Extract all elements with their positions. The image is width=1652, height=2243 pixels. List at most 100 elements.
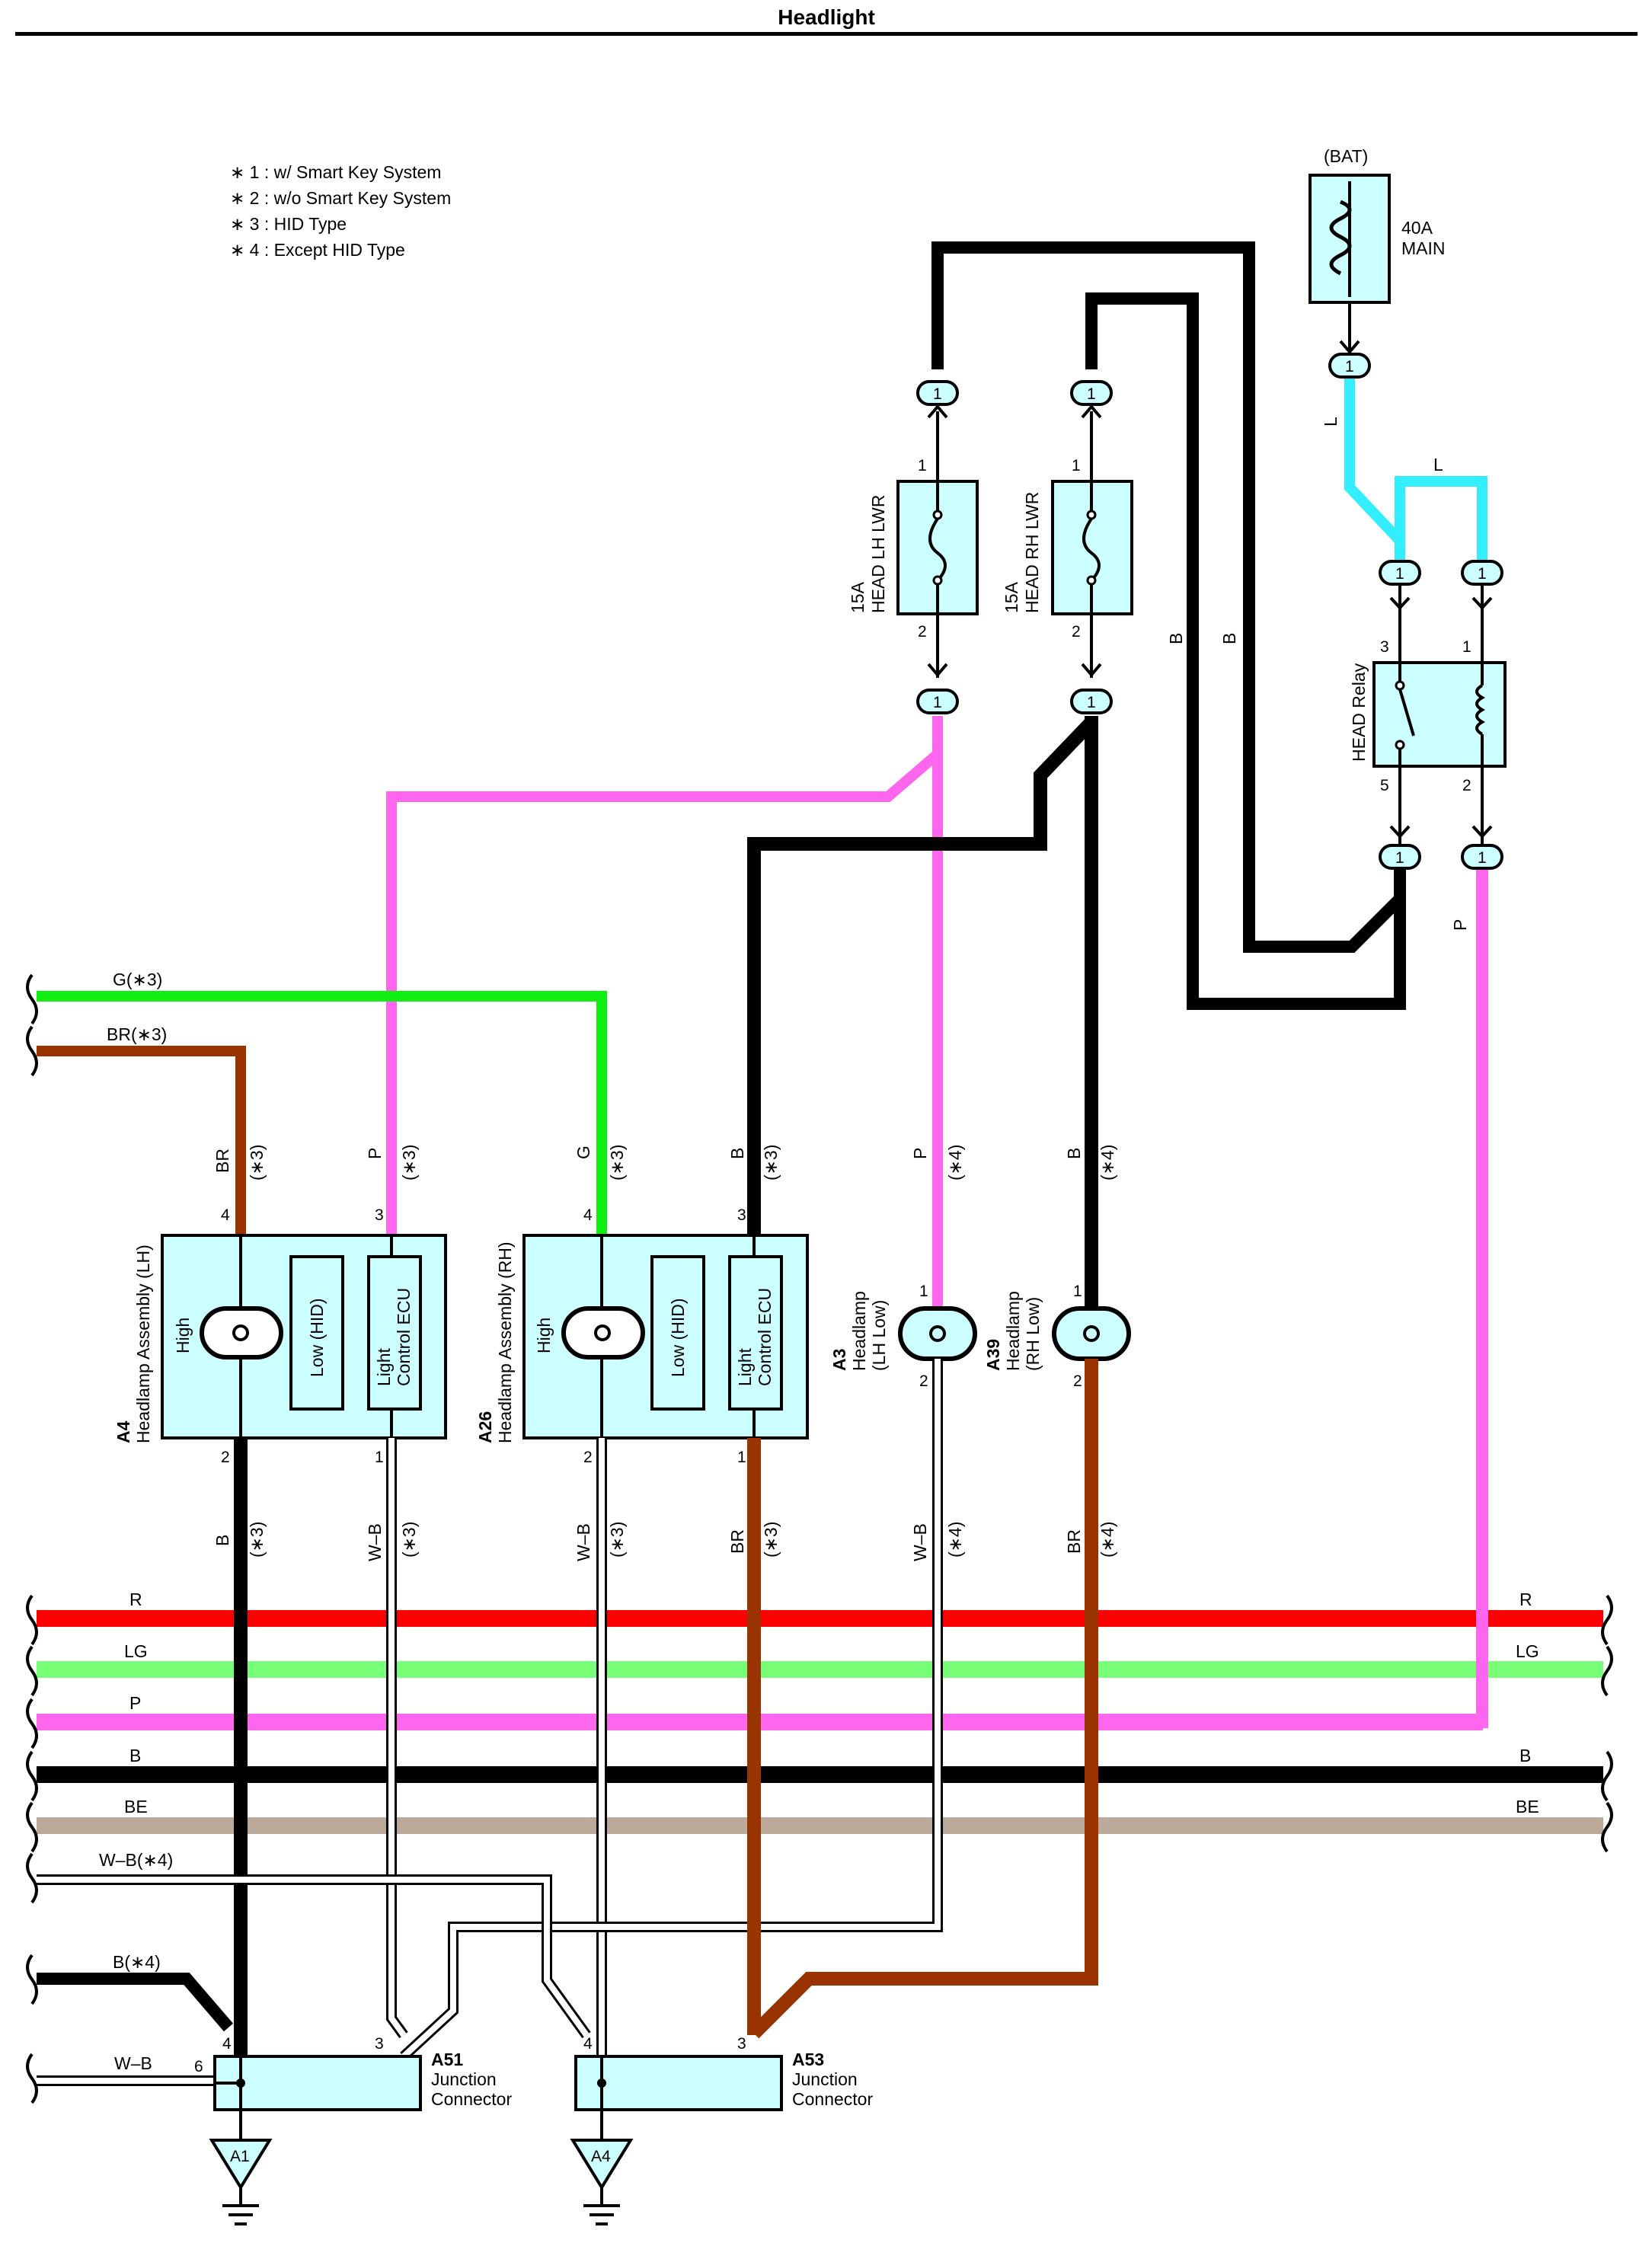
a3-wb-note: (∗4) bbox=[945, 1522, 965, 1558]
a53-code: A53 bbox=[792, 2050, 824, 2069]
a39-name-2: (RH Low) bbox=[1023, 1297, 1043, 1371]
relay-name: HEAD Relay bbox=[1349, 663, 1369, 762]
wire-l-branch-label: L bbox=[1433, 455, 1443, 474]
bus-label-b-left: B bbox=[129, 1746, 141, 1765]
fuse-rh-name: HEAD RH LWR bbox=[1022, 492, 1042, 613]
wire-g bbox=[37, 991, 607, 1235]
ground-a1 bbox=[209, 2139, 273, 2190]
wire-g-label: G(∗3) bbox=[113, 970, 162, 989]
a4-pin3: 3 bbox=[375, 1206, 384, 1224]
bus-label-be-right: BE bbox=[1516, 1797, 1539, 1816]
head-relay bbox=[1372, 661, 1507, 768]
title-rule bbox=[15, 32, 1638, 36]
wire-wb-a4 bbox=[386, 1438, 408, 2039]
a26-pin2: 2 bbox=[583, 1449, 593, 1466]
wire-br-a39 bbox=[749, 1359, 1098, 2039]
headlamp-a3 bbox=[898, 1306, 977, 1361]
bus-label-r-right: R bbox=[1519, 1590, 1532, 1609]
wire-l bbox=[1344, 377, 1405, 573]
a4-wb-note: (∗3) bbox=[399, 1522, 419, 1558]
inline-connector-relay-3: 1 bbox=[1379, 560, 1421, 586]
inline-connector-relay-1: 1 bbox=[1461, 560, 1503, 586]
wire-b-loop-rh bbox=[1085, 292, 1406, 1010]
a53-name-2: Connector bbox=[792, 2089, 873, 2109]
a26-br-label: BR bbox=[727, 1529, 747, 1554]
a26-br-note: (∗3) bbox=[761, 1522, 781, 1558]
ground-a4 bbox=[570, 2139, 634, 2190]
a4-b-label: B bbox=[212, 1535, 232, 1546]
page-title: Headlight bbox=[778, 5, 875, 29]
a26-low-hid bbox=[650, 1255, 705, 1411]
a26-ecu-1: Light bbox=[735, 1348, 755, 1386]
a53-name-1: Junction bbox=[792, 2069, 858, 2089]
bus-label-p-left: P bbox=[129, 1693, 141, 1713]
a51-pin6: 6 bbox=[194, 2058, 203, 2075]
a26-pin4: 4 bbox=[583, 1206, 593, 1224]
svg-text:1: 1 bbox=[1478, 565, 1487, 583]
bus-label-b-right: B bbox=[1519, 1746, 1531, 1765]
svg-text:1: 1 bbox=[933, 694, 942, 711]
fuse-lh-name: HEAD LH LWR bbox=[868, 495, 888, 614]
a51-name-2: Connector bbox=[431, 2089, 512, 2109]
inline-connector-relay-2: 1 bbox=[1461, 844, 1503, 870]
wire-relay-p bbox=[1470, 868, 1488, 1728]
a4-ecu-2: Control ECU bbox=[394, 1288, 414, 1386]
fuse-lh-pin1: 1 bbox=[918, 457, 927, 474]
relay-pin2: 2 bbox=[1462, 777, 1471, 794]
a51-name-1: Junction bbox=[431, 2069, 497, 2089]
a4-code: A4 bbox=[113, 1420, 133, 1443]
inline-connector-lh-top: 1 bbox=[916, 380, 959, 406]
svg-text:1: 1 bbox=[1395, 565, 1404, 583]
a26-ecu bbox=[728, 1255, 783, 1411]
a39-code: A39 bbox=[983, 1339, 1003, 1371]
a39-name-1: Headlamp bbox=[1003, 1291, 1023, 1371]
relay-pin1: 1 bbox=[1462, 638, 1471, 656]
a4-b-note: (∗3) bbox=[247, 1522, 267, 1558]
ground-a4-label: A4 bbox=[591, 2148, 611, 2165]
a39-b-note: (∗4) bbox=[1098, 1145, 1117, 1181]
a3-name-1: Headlamp bbox=[849, 1291, 869, 1371]
wire-wb-a3 bbox=[400, 1359, 943, 2061]
a39-pin2: 2 bbox=[1073, 1372, 1082, 1390]
notes-legend: ∗ 1 : w/ Smart Key System ∗ 2 : w/o Smar… bbox=[230, 162, 451, 260]
a4-pin2: 2 bbox=[221, 1449, 230, 1466]
a39-pin1: 1 bbox=[1073, 1283, 1082, 1300]
a26-wb-note: (∗3) bbox=[607, 1522, 627, 1558]
a3-code: A3 bbox=[829, 1349, 849, 1371]
junction-a53 bbox=[574, 2055, 783, 2111]
a26-g-note: (∗3) bbox=[607, 1145, 627, 1181]
a4-name: Headlamp Assembly (LH) bbox=[133, 1245, 153, 1443]
bus-label-lg-left: LG bbox=[124, 1641, 148, 1661]
inline-connector-rh-bottom: 1 bbox=[1070, 689, 1113, 714]
a26-ecu-2: Control ECU bbox=[755, 1288, 775, 1386]
bus-label-b4: B(∗4) bbox=[113, 1952, 161, 1972]
a26-code: A26 bbox=[475, 1411, 495, 1443]
a53-pin3: 3 bbox=[737, 2035, 746, 2053]
wire-wb-bus bbox=[37, 1874, 591, 2039]
fuse-rh-pin1: 1 bbox=[1072, 457, 1081, 474]
a4-ecu-1: Light bbox=[374, 1348, 394, 1386]
inline-connector-rh-top: 1 bbox=[1070, 380, 1113, 406]
junction-a51 bbox=[213, 2055, 422, 2111]
relay-pin5: 5 bbox=[1380, 777, 1389, 794]
svg-text:1: 1 bbox=[1087, 694, 1096, 711]
a3-wb-label: W–B bbox=[910, 1523, 930, 1561]
a26-pin1: 1 bbox=[737, 1449, 746, 1466]
a3-p-label: P bbox=[910, 1148, 930, 1159]
a51-code: A51 bbox=[431, 2050, 463, 2069]
a4-br-note: (∗3) bbox=[247, 1145, 267, 1181]
a4-br-label: BR bbox=[212, 1149, 232, 1173]
note-1: ∗ 1 : w/ Smart Key System bbox=[230, 162, 441, 182]
bus-label-wb: W–B bbox=[114, 2053, 152, 2073]
wire-b-to-a26 bbox=[747, 717, 1097, 1235]
main-fuse-name: MAIN bbox=[1401, 238, 1446, 258]
fuse-lh-amp: 15A bbox=[848, 581, 868, 613]
note-2: ∗ 2 : w/o Smart Key System bbox=[230, 188, 451, 208]
a26-pin3: 3 bbox=[737, 1206, 746, 1224]
svg-text:1: 1 bbox=[1478, 849, 1487, 867]
a26-b-label: B bbox=[727, 1148, 747, 1159]
a26-wb-label: W–B bbox=[574, 1523, 593, 1561]
fuse-rh-amp: 15A bbox=[1002, 581, 1021, 613]
a51-pin4: 4 bbox=[222, 2035, 232, 2053]
